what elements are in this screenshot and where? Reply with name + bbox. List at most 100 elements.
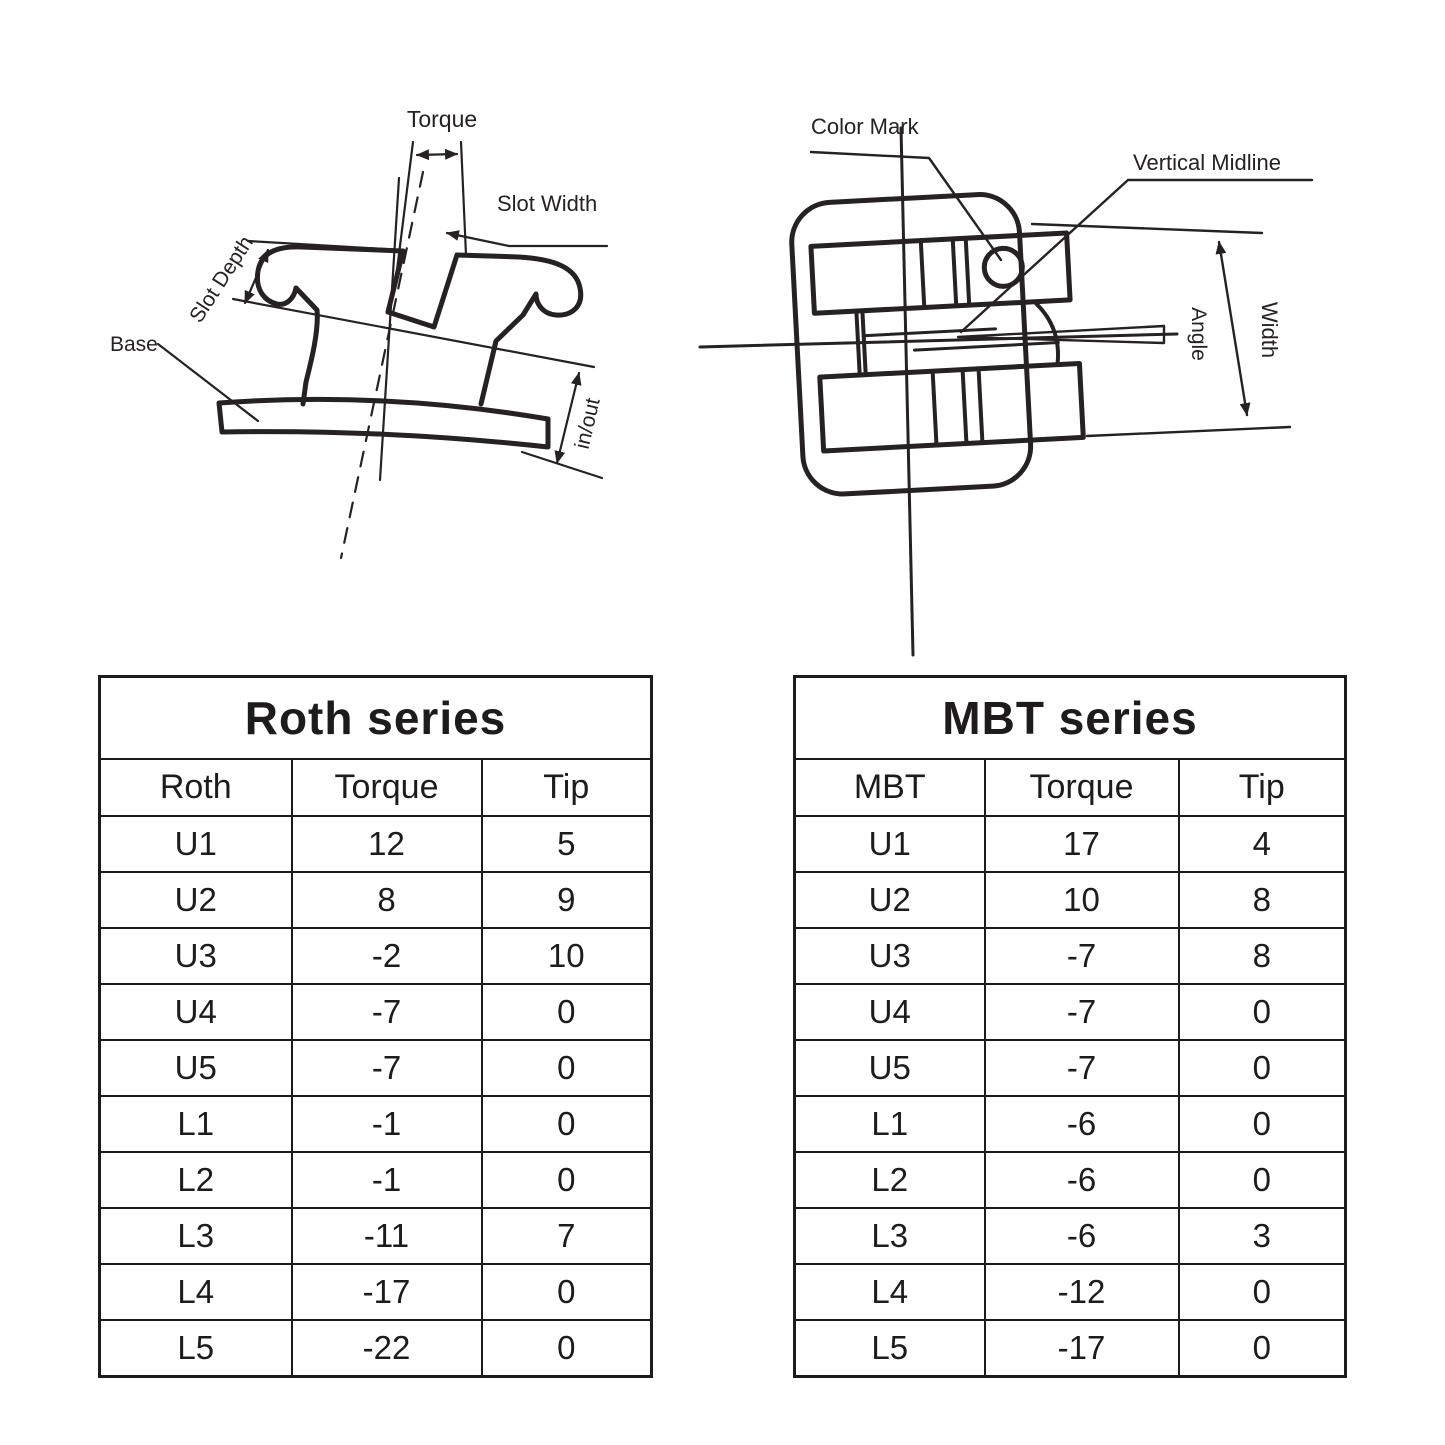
table-row: L1 -1 0 [98, 1095, 653, 1153]
mbt-table-title: MBT series [793, 675, 1347, 760]
table-row: L2 -1 0 [98, 1151, 653, 1209]
cell-tip: 0 [480, 1151, 653, 1209]
color-mark-label: Color Mark [811, 114, 920, 139]
color-mark-dot [981, 245, 1025, 289]
cell-tooth: U5 [793, 1039, 986, 1097]
base-label: Base [110, 333, 158, 356]
cell-tip: 5 [480, 815, 653, 873]
column-header-tip: Tip [1177, 758, 1347, 817]
cell-tip: 8 [1177, 871, 1347, 929]
mbt-series-table: MBT series MBT Torque Tip U1 17 4 U2 10 … [793, 675, 1348, 1378]
cell-tooth: U1 [793, 815, 986, 873]
table-row: L5 -17 0 [793, 1319, 1347, 1378]
cell-torque: -7 [290, 983, 483, 1041]
cell-tooth: L2 [98, 1151, 293, 1209]
upper-wing-groove-3 [963, 236, 972, 308]
cell-tooth: U3 [793, 927, 986, 985]
cell-tip: 0 [1177, 1263, 1347, 1321]
cell-tip: 0 [480, 1039, 653, 1097]
cell-tooth: U4 [98, 983, 293, 1041]
cell-tooth: U4 [793, 983, 986, 1041]
roth-table-title: Roth series [98, 675, 653, 760]
angle-label: Angle [1187, 307, 1210, 361]
cell-torque: 10 [983, 871, 1180, 929]
upper-wing-groove-1 [918, 238, 927, 310]
vertical-midline-label: Vertical Midline [1133, 150, 1281, 175]
front-view-labels: Color Mark Vertical Midline Angle Width [811, 114, 1282, 361]
lower-tie-wing-band [817, 360, 1086, 454]
slot-edge-lower [912, 341, 1060, 352]
column-header-tip: Tip [480, 758, 653, 817]
horizontal-axis-line [698, 332, 1179, 349]
table-row: L2 -6 0 [793, 1151, 1347, 1209]
table-row: L4 -17 0 [98, 1263, 653, 1321]
side-view-dimension-lines [156, 140, 609, 560]
slot-width-leader-line [445, 230, 609, 248]
cell-tip: 0 [1177, 1039, 1347, 1097]
cell-tooth: L1 [793, 1095, 986, 1153]
cell-torque: 8 [290, 871, 483, 929]
table-row: U1 12 5 [98, 815, 653, 873]
upper-wing-groove-2 [950, 236, 959, 308]
column-header-tooth: MBT [793, 758, 986, 817]
slot-right-arc [1034, 301, 1061, 367]
cell-tip: 0 [1177, 983, 1347, 1041]
cell-torque: -17 [290, 1263, 483, 1321]
cell-tip: 0 [480, 1319, 653, 1378]
bracket-diagrams: Torque Slot Width Slot Depth Base in/out [110, 106, 1314, 657]
bracket-base-pad [216, 396, 551, 450]
cell-torque: -12 [983, 1263, 1180, 1321]
cell-tooth: L5 [98, 1319, 293, 1378]
cell-torque: -6 [983, 1095, 1180, 1153]
lower-wing-groove-1 [930, 369, 939, 448]
table-title-row: MBT series [793, 675, 1347, 760]
slot-depth-dimension-arrow [243, 248, 270, 305]
cell-tooth: L4 [793, 1263, 986, 1321]
cell-tooth: U5 [98, 1039, 293, 1097]
torque-dimension-arrow [415, 148, 459, 161]
cell-tip: 0 [480, 1263, 653, 1321]
cell-tooth: U3 [98, 927, 293, 985]
torque-label: Torque [407, 106, 477, 132]
table-row: U3 -7 8 [793, 927, 1347, 985]
cell-tip: 9 [480, 871, 653, 929]
slot-width-label: Slot Width [497, 191, 597, 216]
width-dimension-arrow [1215, 240, 1251, 417]
table-row: L3 -11 7 [98, 1207, 653, 1265]
cell-tip: 0 [480, 983, 653, 1041]
table-header-row: MBT Torque Tip [793, 758, 1347, 817]
width-ext-top [1030, 222, 1264, 235]
inout-dimension-arrow [554, 371, 582, 465]
cell-tip: 10 [480, 927, 653, 985]
cell-tooth: U2 [793, 871, 986, 929]
cell-torque: -6 [983, 1207, 1180, 1265]
cell-tooth: L2 [793, 1151, 986, 1209]
table-row: U1 17 4 [793, 815, 1347, 873]
cell-tooth: U1 [98, 815, 293, 873]
cell-torque: 17 [983, 815, 1180, 873]
table-row: U5 -7 0 [793, 1039, 1347, 1097]
lower-wing-groove-2 [960, 367, 969, 446]
table-row: U2 10 8 [793, 871, 1347, 929]
left-wing-hook [254, 244, 406, 407]
table-row: U4 -7 0 [793, 983, 1347, 1041]
cell-torque: -1 [290, 1095, 483, 1153]
cell-tip: 3 [1177, 1207, 1347, 1265]
slot-depth-label: Slot Depth [185, 232, 258, 327]
column-header-tooth: Roth [98, 758, 293, 817]
cell-tooth: L3 [793, 1207, 986, 1265]
upper-tie-wing-band [808, 230, 1073, 316]
cell-tooth: L3 [98, 1207, 293, 1265]
cell-torque: -1 [290, 1151, 483, 1209]
table-row: L3 -6 3 [793, 1207, 1347, 1265]
cell-tip: 0 [480, 1095, 653, 1153]
color-mark-leader-line [809, 150, 1003, 262]
side-view-diagram: Torque Slot Width Slot Depth Base in/out [110, 106, 609, 560]
vertical-midline-line [899, 126, 915, 657]
cell-torque: -7 [983, 927, 1180, 985]
slot-depth-ext-top [246, 239, 404, 252]
column-header-torque: Torque [983, 758, 1180, 817]
roth-series-table: Roth series Roth Torque Tip U1 12 5 U2 8… [98, 675, 654, 1378]
front-view-dimension-lines [698, 126, 1314, 657]
table-row: U5 -7 0 [98, 1039, 653, 1097]
